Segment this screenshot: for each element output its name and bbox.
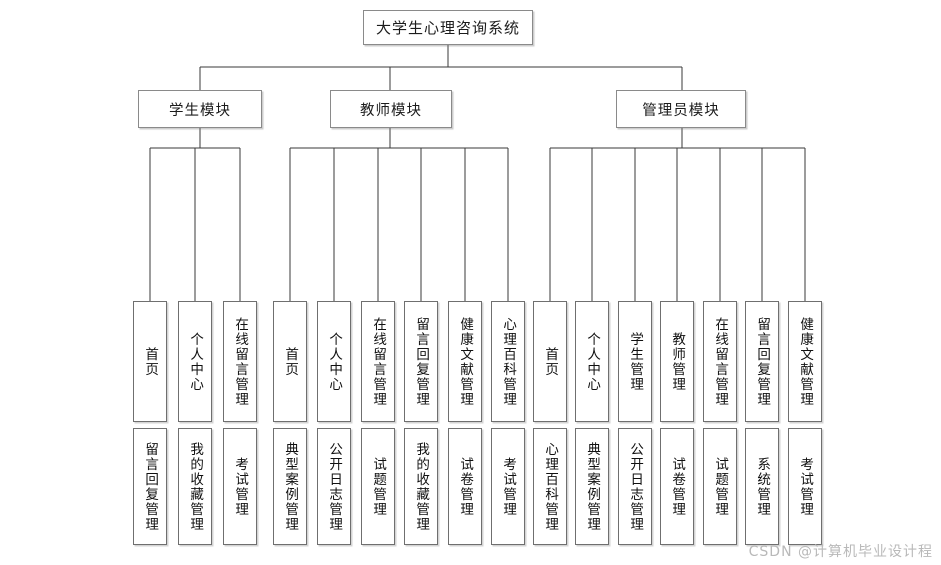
module-student[interactable]: 学生模块: [138, 90, 262, 128]
leaf-label: 系统管理: [754, 456, 771, 517]
leaf-label: 在线留言管理: [712, 316, 729, 407]
leaf-teacher-r2-0[interactable]: 典型案例管理: [273, 428, 307, 545]
leaf-admin-r2-1[interactable]: 典型案例管理: [575, 428, 609, 545]
module-teacher[interactable]: 教师模块: [330, 90, 452, 128]
leaf-student-r1-0[interactable]: 首页: [133, 301, 167, 422]
leaf-label: 我的收藏管理: [413, 441, 430, 532]
module-student-label: 学生模块: [169, 102, 231, 119]
leaf-label: 个人中心: [187, 331, 204, 392]
leaf-label: 心理百科管理: [500, 316, 517, 407]
leaf-admin-r2-5[interactable]: 系统管理: [745, 428, 779, 545]
leaf-label: 典型案例管理: [282, 441, 299, 532]
leaf-teacher-r1-1[interactable]: 个人中心: [317, 301, 351, 422]
root-node[interactable]: 大学生心理咨询系统: [363, 10, 533, 45]
leaf-label: 健康文献管理: [457, 316, 474, 407]
leaf-admin-r2-0[interactable]: 心理百科管理: [533, 428, 567, 545]
leaf-label: 公开日志管理: [326, 441, 343, 532]
leaf-label: 试题管理: [370, 456, 387, 517]
leaf-label: 试卷管理: [669, 456, 686, 517]
leaf-admin-r2-3[interactable]: 试卷管理: [660, 428, 694, 545]
leaf-label: 典型案例管理: [584, 441, 601, 532]
leaf-admin-r1-0[interactable]: 首页: [533, 301, 567, 422]
leaf-teacher-r1-5[interactable]: 心理百科管理: [491, 301, 525, 422]
leaf-student-r1-2[interactable]: 在线留言管理: [223, 301, 257, 422]
leaf-admin-r2-6[interactable]: 考试管理: [788, 428, 822, 545]
leaf-label: 在线留言管理: [370, 316, 387, 407]
leaf-admin-r1-5[interactable]: 留言回复管理: [745, 301, 779, 422]
leaf-label: 考试管理: [797, 456, 814, 517]
leaf-teacher-r2-2[interactable]: 试题管理: [361, 428, 395, 545]
leaf-student-r1-1[interactable]: 个人中心: [178, 301, 212, 422]
leaf-admin-r2-2[interactable]: 公开日志管理: [618, 428, 652, 545]
module-teacher-label: 教师模块: [360, 102, 422, 119]
leaf-admin-r2-4[interactable]: 试题管理: [703, 428, 737, 545]
leaf-teacher-r1-4[interactable]: 健康文献管理: [448, 301, 482, 422]
leaf-teacher-r2-4[interactable]: 试卷管理: [448, 428, 482, 545]
leaf-label: 首页: [282, 346, 299, 377]
leaf-label: 留言回复管理: [754, 316, 771, 407]
leaf-label: 首页: [142, 346, 159, 377]
leaf-teacher-r2-5[interactable]: 考试管理: [491, 428, 525, 545]
leaf-label: 健康文献管理: [797, 316, 814, 407]
leaf-teacher-r2-1[interactable]: 公开日志管理: [317, 428, 351, 545]
leaf-label: 学生管理: [627, 331, 644, 392]
leaf-label: 考试管理: [232, 456, 249, 517]
module-admin[interactable]: 管理员模块: [616, 90, 746, 128]
leaf-student-r2-0[interactable]: 留言回复管理: [133, 428, 167, 545]
leaf-teacher-r1-0[interactable]: 首页: [273, 301, 307, 422]
leaf-student-r2-2[interactable]: 考试管理: [223, 428, 257, 545]
leaf-teacher-r1-3[interactable]: 留言回复管理: [404, 301, 438, 422]
leaf-label: 在线留言管理: [232, 316, 249, 407]
leaf-label: 试卷管理: [457, 456, 474, 517]
leaf-admin-r1-4[interactable]: 在线留言管理: [703, 301, 737, 422]
leaf-teacher-r1-2[interactable]: 在线留言管理: [361, 301, 395, 422]
leaf-label: 心理百科管理: [542, 441, 559, 532]
leaf-teacher-r2-3[interactable]: 我的收藏管理: [404, 428, 438, 545]
leaf-admin-r1-2[interactable]: 学生管理: [618, 301, 652, 422]
leaf-label: 考试管理: [500, 456, 517, 517]
leaf-label: 教师管理: [669, 331, 686, 392]
leaf-admin-r1-6[interactable]: 健康文献管理: [788, 301, 822, 422]
leaf-admin-r1-1[interactable]: 个人中心: [575, 301, 609, 422]
leaf-label: 留言回复管理: [413, 316, 430, 407]
leaf-label: 试题管理: [712, 456, 729, 517]
root-label: 大学生心理咨询系统: [375, 19, 520, 37]
leaf-label: 我的收藏管理: [187, 441, 204, 532]
leaf-student-r2-1[interactable]: 我的收藏管理: [178, 428, 212, 545]
leaf-label: 个人中心: [584, 331, 601, 392]
leaf-admin-r1-3[interactable]: 教师管理: [660, 301, 694, 422]
leaf-label: 留言回复管理: [142, 441, 159, 532]
module-admin-label: 管理员模块: [642, 102, 720, 119]
leaf-label: 首页: [542, 346, 559, 377]
leaf-label: 个人中心: [326, 331, 343, 392]
watermark-text: CSDN @计算机毕业设计程: [748, 544, 933, 560]
leaf-label: 公开日志管理: [627, 441, 644, 532]
